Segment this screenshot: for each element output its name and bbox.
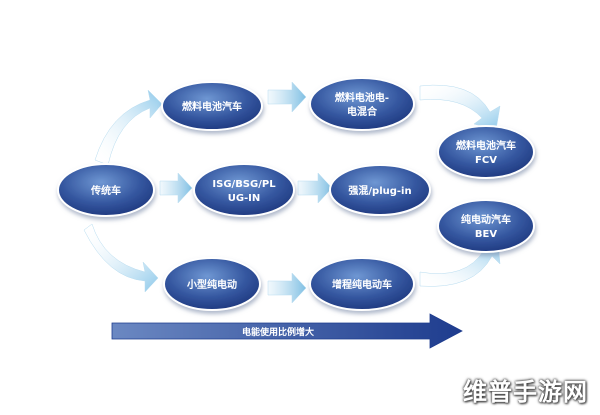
node-small-ev: 小型纯电动 <box>163 257 261 311</box>
node-range-extender-label: 增程纯电动车 <box>332 278 392 291</box>
curve-arrow-traditional-to-fuel-cell <box>94 89 163 166</box>
curve-arrow-traditional-to-small-ev <box>83 223 159 293</box>
node-fuel-cell-label: 燃料电池汽车 <box>182 100 242 113</box>
node-traditional: 传统车 <box>57 163 155 217</box>
node-fuel-cell-hybrid-label-line1: 燃料电池电- <box>335 91 389 104</box>
node-bev-label-line2: BEV <box>475 229 497 240</box>
arrow-isg-to-strong-hybrid <box>297 172 333 204</box>
electric-share-axis-arrow: 电能使用比例增大 <box>111 313 463 349</box>
node-bev-label-line1: 纯电动汽车 <box>461 213 511 226</box>
watermark-text: 维普手游网 <box>463 378 588 406</box>
node-bev: 纯电动汽车 BEV <box>437 199 535 253</box>
node-fcv-label-line1: 燃料电池汽车 <box>456 139 516 152</box>
arrow-fuel-cell-to-hybrid <box>267 81 307 113</box>
node-fuel-cell-hybrid-label-line2: 电混合 <box>347 105 378 118</box>
arrow-traditional-to-isg <box>159 172 193 204</box>
node-strong-hybrid-label: 强混/plug-in <box>348 184 411 197</box>
electric-share-axis-label: 电能使用比例增大 <box>242 326 314 338</box>
node-isg-label-line2: UG-IN <box>228 193 261 204</box>
arrow-small-ev-to-range-extender <box>267 272 307 304</box>
node-fuel-cell-hybrid: 燃料电池电- 电混合 <box>309 77 415 131</box>
node-range-extender: 增程纯电动车 <box>309 257 415 311</box>
node-fcv-label-line2: FCV <box>475 155 497 166</box>
node-isg: ISG/BSG/PL UG-IN <box>193 163 295 217</box>
node-small-ev-label: 小型纯电动 <box>186 278 237 291</box>
node-isg-label-line1: ISG/BSG/PL <box>212 179 276 190</box>
node-traditional-label: 传统车 <box>90 184 121 197</box>
node-fcv: 燃料电池汽车 FCV <box>437 125 535 179</box>
node-fuel-cell: 燃料电池汽车 <box>161 81 263 131</box>
curve-arrow-hybrid-to-fcv <box>419 84 501 131</box>
node-strong-hybrid: 强混/plug-in <box>329 164 431 216</box>
